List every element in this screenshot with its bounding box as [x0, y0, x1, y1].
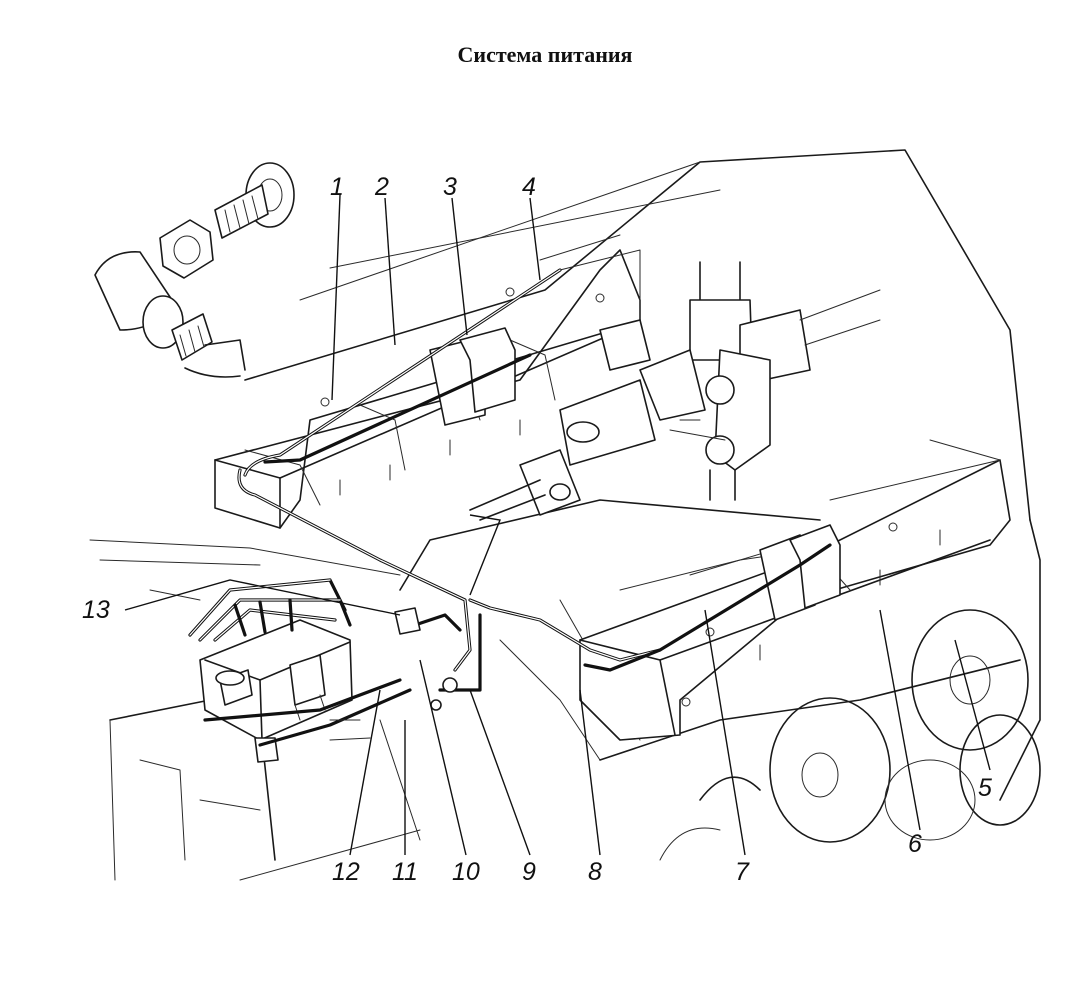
callout-leaders [124, 194, 991, 856]
fuel-pipelines [237, 268, 832, 741]
drive-linkage [469, 261, 881, 521]
callout-13: 13 [82, 596, 110, 624]
callout-8: 8 [588, 858, 602, 886]
callout-1: 1 [330, 173, 344, 201]
callout-5: 5 [978, 774, 992, 802]
diagram-title: Система питания [457, 42, 633, 67]
filler-neck-assembly [94, 162, 295, 378]
callout-11: 11 [392, 858, 418, 886]
callout-2: 2 [374, 173, 389, 201]
callout-9: 9 [522, 858, 536, 886]
left-fuel-tanks [214, 234, 641, 529]
callout-7: 7 [735, 858, 750, 886]
callout-6: 6 [908, 830, 922, 858]
road-wheels [659, 609, 1041, 861]
right-fuel-tanks [579, 439, 1011, 741]
callout-10: 10 [452, 858, 480, 886]
callout-12: 12 [332, 858, 360, 886]
callout-numbers: 1 2 3 4 5 6 7 8 9 10 11 12 13 [82, 173, 992, 886]
callout-4: 4 [522, 173, 536, 201]
callout-3: 3 [443, 173, 457, 201]
fuel-pump-assembly [188, 578, 412, 763]
